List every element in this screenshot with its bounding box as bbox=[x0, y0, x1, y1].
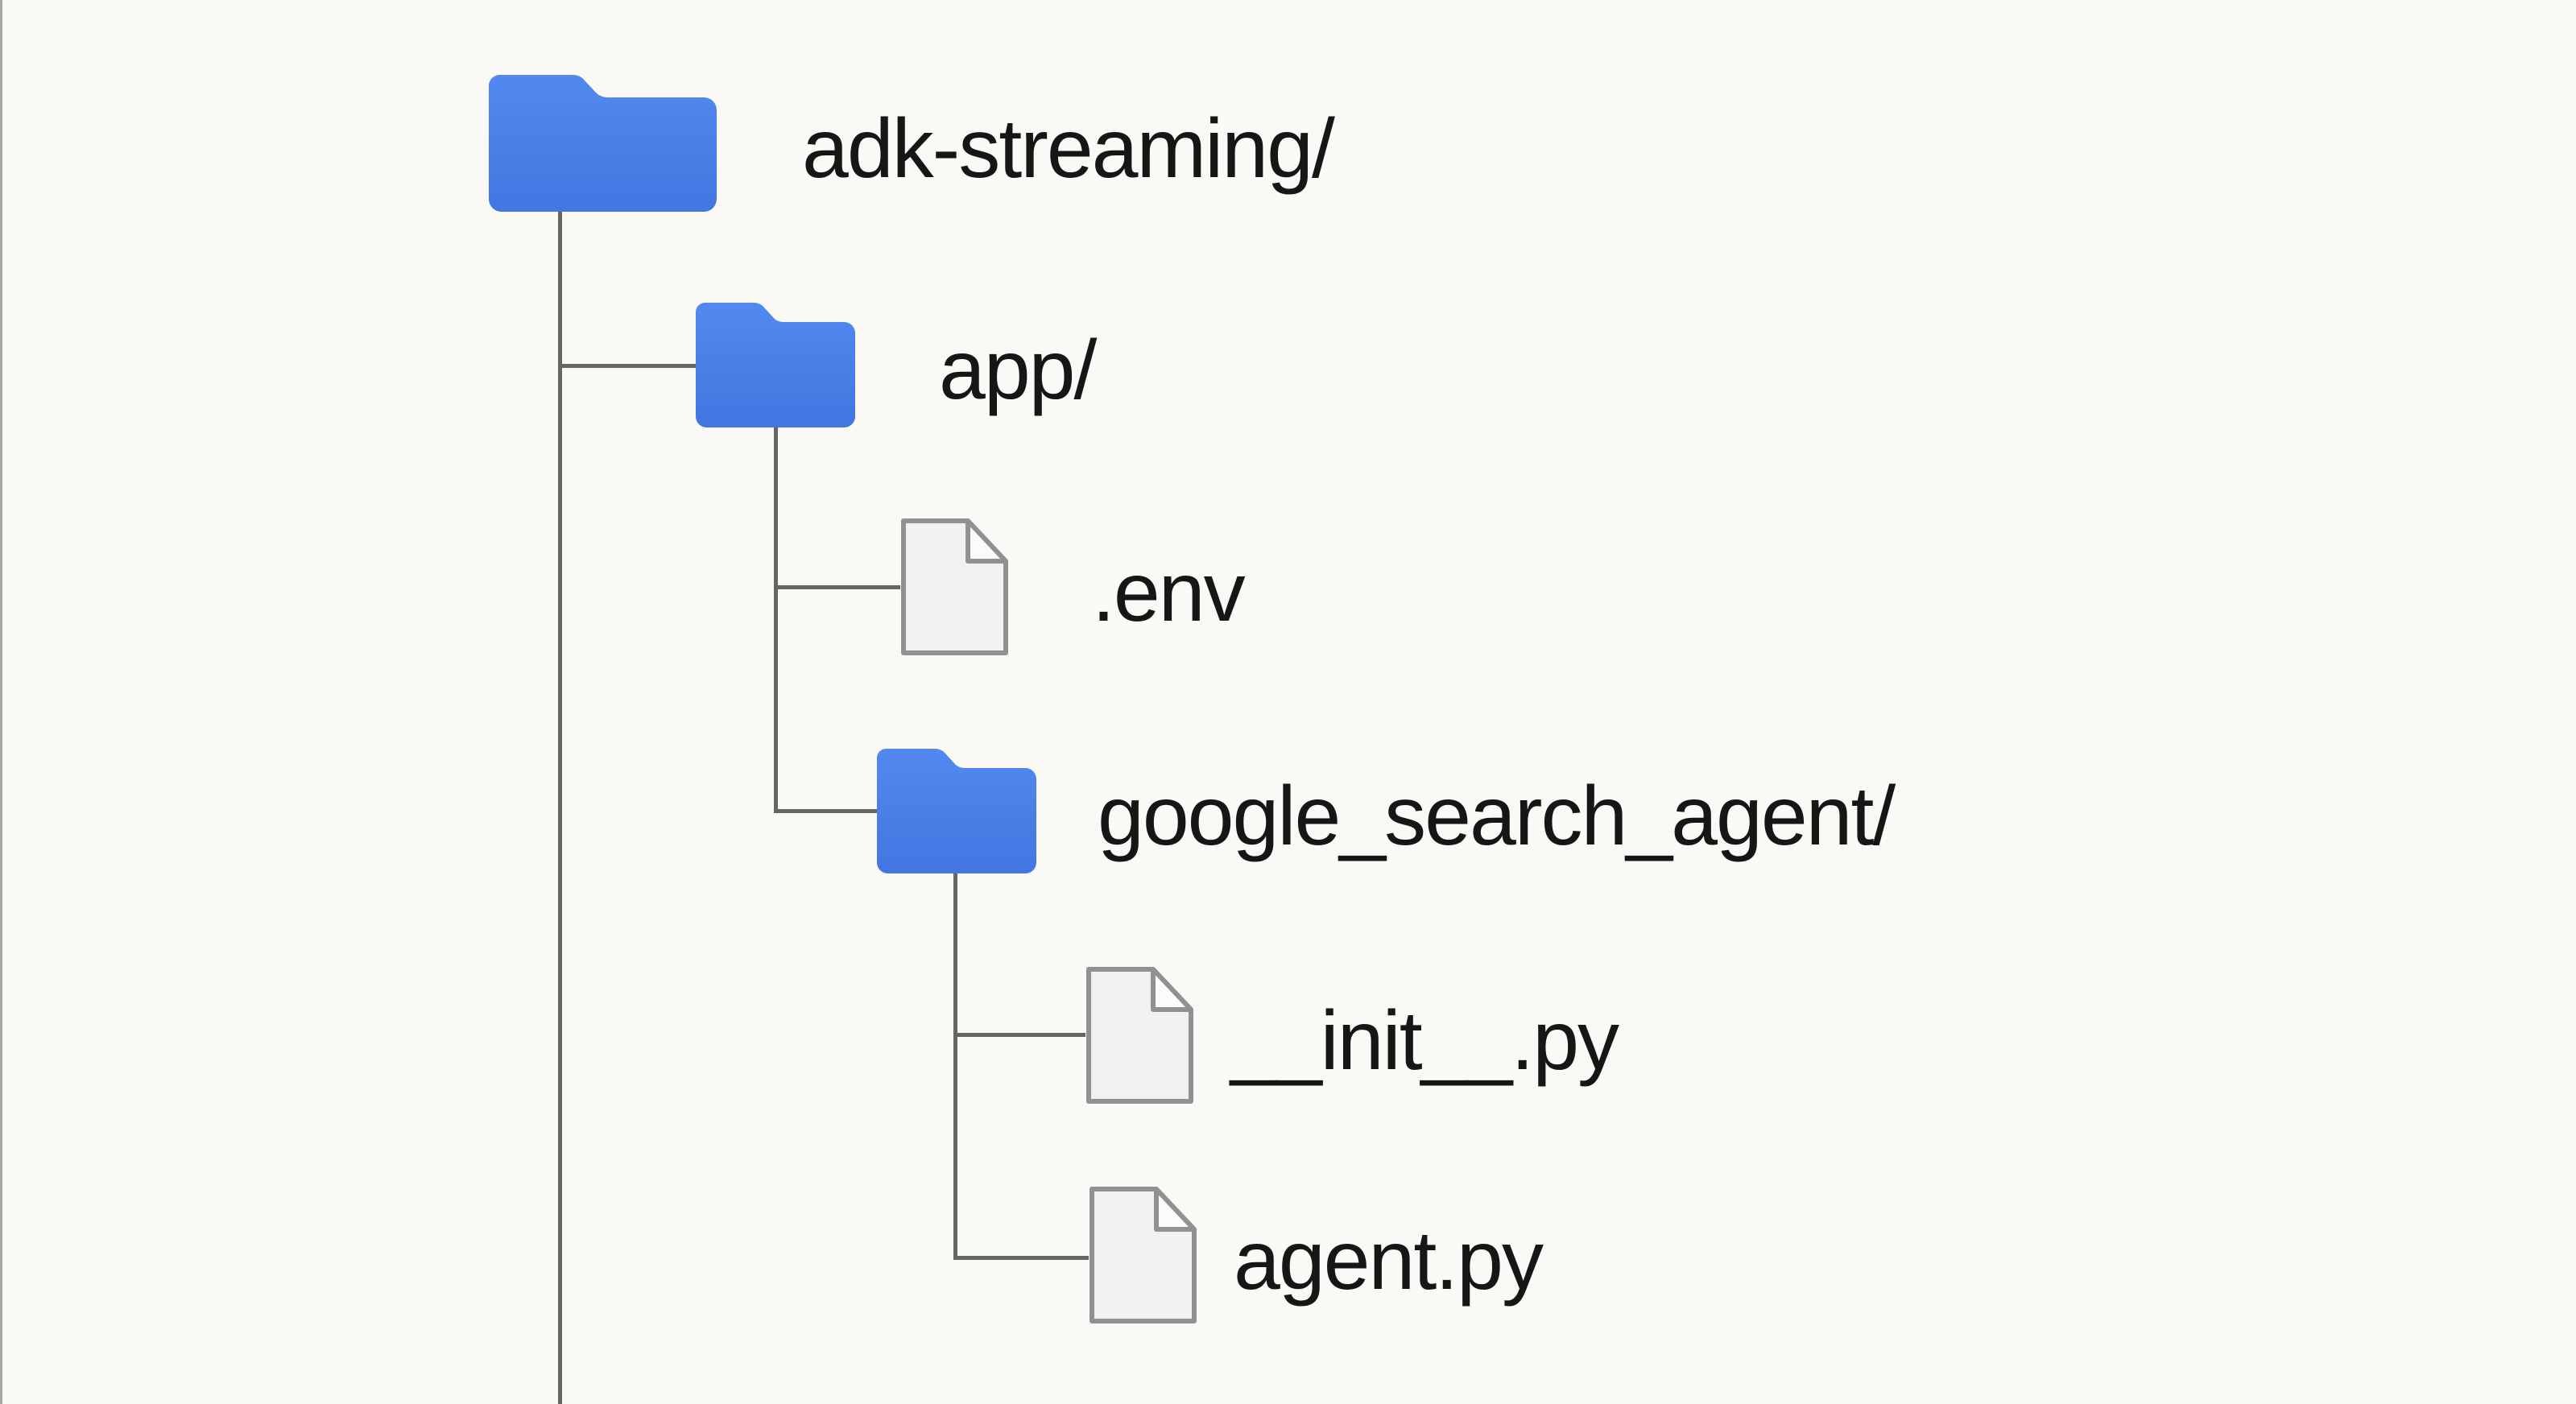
tree-node-init-py: __init__.py bbox=[1085, 966, 1619, 1105]
node-label: google_search_agent/ bbox=[1098, 770, 1896, 863]
connector-trunk-google-search-agent bbox=[953, 873, 957, 1260]
tree-node-app: app/ bbox=[696, 303, 1097, 427]
tree-node-adk-streaming: adk-streaming/ bbox=[489, 75, 1335, 212]
node-label: __init__.py bbox=[1230, 993, 1619, 1088]
folder-icon bbox=[489, 75, 717, 212]
folder-icon bbox=[696, 303, 855, 427]
node-label: app/ bbox=[939, 324, 1097, 417]
node-label: .env bbox=[1092, 545, 1246, 639]
tree-node-google-search-agent: google_search_agent/ bbox=[877, 749, 1896, 873]
file-icon bbox=[1090, 1187, 1197, 1323]
connector-branch-init bbox=[953, 1033, 1085, 1037]
file-icon bbox=[1086, 967, 1193, 1104]
node-label: agent.py bbox=[1234, 1213, 1544, 1307]
left-edge-border bbox=[0, 0, 2, 1404]
connector-trunk-app bbox=[774, 427, 778, 813]
connector-trunk-root bbox=[558, 210, 562, 1404]
connector-branch-agent bbox=[953, 1256, 1089, 1260]
file-icon bbox=[901, 518, 1008, 655]
node-label: adk-streaming/ bbox=[802, 101, 1335, 196]
connector-branch-app bbox=[558, 364, 696, 368]
connector-branch-env bbox=[774, 585, 900, 589]
tree-node-agent-py: agent.py bbox=[1089, 1186, 1544, 1324]
connector-branch-google-search-agent bbox=[774, 809, 877, 813]
folder-icon bbox=[877, 749, 1036, 873]
tree-node-env: .env bbox=[900, 518, 1246, 656]
